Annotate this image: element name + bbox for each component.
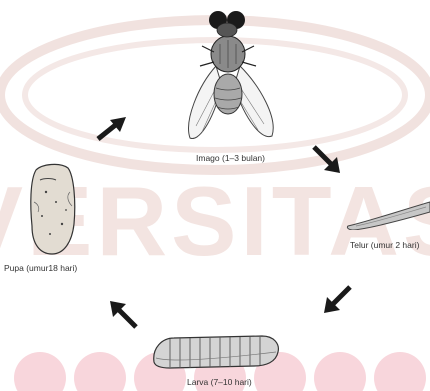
larva-label: Larva (7–10 hari) bbox=[187, 377, 252, 387]
pupa-label: Pupa (umur18 hari) bbox=[4, 263, 77, 273]
arrow-pupa-to-imago bbox=[94, 113, 130, 143]
telur-label: Telur (umur 2 hari) bbox=[350, 240, 419, 250]
larva-icon bbox=[150, 330, 282, 372]
arrow-telur-to-larva bbox=[320, 283, 354, 317]
fly-icon bbox=[178, 6, 278, 146]
pupa-icon bbox=[26, 162, 80, 256]
egg-icon bbox=[346, 200, 430, 230]
arrow-larva-to-pupa bbox=[106, 297, 140, 331]
arrow-imago-to-telur bbox=[310, 143, 344, 177]
imago-label: Imago (1–3 bulan) bbox=[196, 153, 265, 163]
